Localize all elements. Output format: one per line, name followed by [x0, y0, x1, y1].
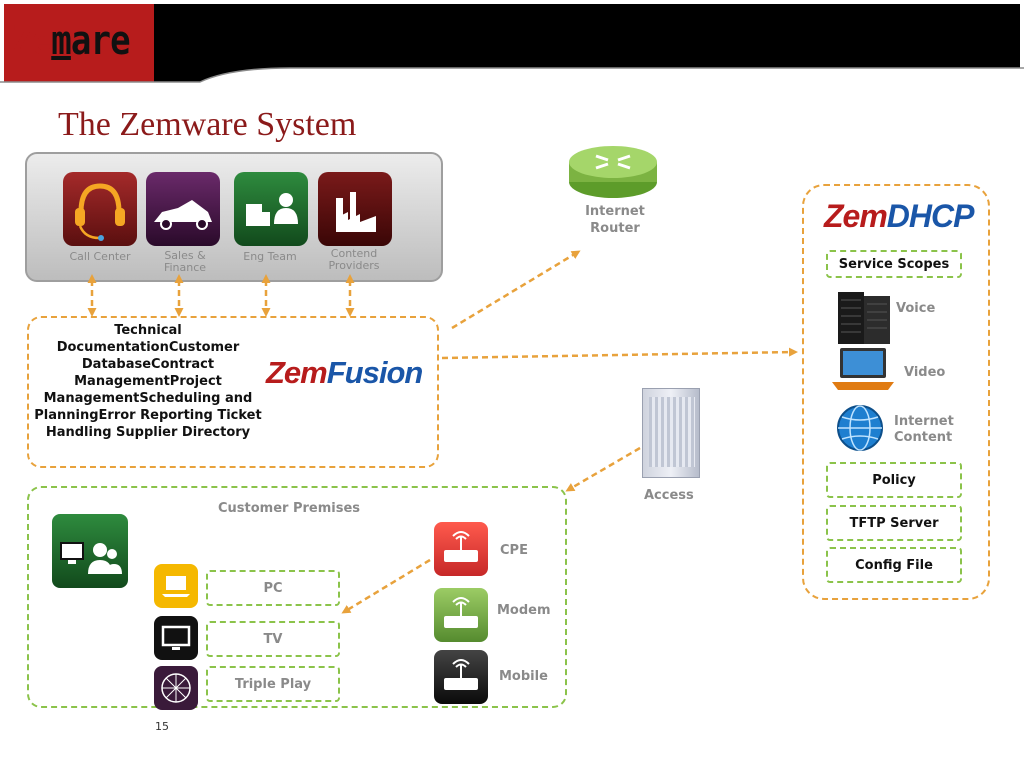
- router-label: Internet Router: [572, 203, 658, 237]
- router-label-line1: Internet: [585, 204, 645, 219]
- zemfusion-logo-b: Fusion: [326, 355, 424, 390]
- router-link: [451, 250, 581, 330]
- cpe-label: CPE: [500, 543, 528, 558]
- zemdhcp-logo-b: DHCP: [886, 198, 975, 234]
- mobile-modem-icon: [434, 650, 488, 704]
- pc-chip: PC: [206, 570, 340, 606]
- customer-premises-box: [27, 486, 567, 708]
- cpe-modem-icon: [434, 522, 488, 576]
- zemfusion-logo-a: Zem: [266, 355, 328, 390]
- triple-play-label: Triple Play: [234, 677, 312, 692]
- tv-label: TV: [263, 632, 283, 647]
- team-tile-call-center: [63, 172, 137, 246]
- zemdhcp-logo-a: Zem: [824, 198, 888, 234]
- zemdhcp-logo: ZemDHCP: [824, 198, 975, 235]
- team-tile-eng: [234, 172, 308, 246]
- zemfusion-box: [27, 316, 439, 468]
- scope-label-video: Video: [904, 365, 946, 380]
- triple-play-chip: Triple Play: [206, 666, 340, 702]
- scope-label-voice: Voice: [896, 301, 936, 316]
- zemfusion-logo: ZemFusion: [266, 355, 424, 391]
- tftp-server-chip: TFTP Server: [826, 505, 962, 541]
- logo-part-c: are: [70, 18, 131, 64]
- logo-part-b: m: [51, 18, 71, 64]
- access-link: [565, 446, 641, 492]
- globe-icon: [837, 405, 883, 451]
- premises-label: Customer Premises: [218, 501, 361, 516]
- dhcp-link: [441, 347, 798, 360]
- pc-label: PC: [263, 581, 283, 596]
- zemdhcp-box: [802, 184, 990, 600]
- team-label-content: Contend Providers: [328, 247, 380, 272]
- router-label-line2: Router: [590, 221, 640, 236]
- logo-part-a: Ze: [12, 18, 52, 64]
- policy-chip: Policy: [826, 462, 962, 498]
- mobile-label: Mobile: [499, 669, 548, 684]
- car-icon: [154, 200, 212, 230]
- page-title: The Zemware System: [58, 106, 357, 143]
- modem-label: Modem: [497, 603, 551, 618]
- engineer-icon: [246, 193, 298, 226]
- config-file-chip: Config File: [826, 547, 962, 583]
- pc-device-icon: [154, 564, 198, 608]
- headset-icon: [75, 183, 125, 241]
- laptop-icon: [832, 348, 894, 390]
- zemware-logo: Zemare: [12, 18, 131, 64]
- logo-block: [4, 4, 154, 82]
- factory-icon: [336, 192, 376, 232]
- team-label-sales: Sales & Finance: [163, 249, 207, 274]
- tv-device-icon: [154, 616, 198, 660]
- router-icon: [569, 146, 657, 198]
- header-wave: [0, 67, 1024, 92]
- cpe-device-link: [341, 558, 431, 614]
- team-tile-sales: [146, 172, 220, 246]
- page-number: 15: [155, 720, 169, 733]
- team-label-call-center: Call Center: [69, 250, 131, 263]
- tv-chip: TV: [206, 621, 340, 657]
- triple-play-device-icon: [154, 666, 198, 710]
- modem-icon: [434, 588, 488, 642]
- scope-label-internet: Internet Content: [894, 414, 954, 445]
- server-rack-icon: [838, 292, 890, 344]
- team-label-eng: Eng Team: [243, 250, 297, 263]
- access-chassis-icon: [642, 388, 700, 478]
- access-label: Access: [644, 488, 694, 503]
- services-list: Technical DocumentationCustomer Database…: [34, 323, 262, 440]
- customer-group-icon: [52, 514, 128, 588]
- team-tile-content: [318, 172, 392, 246]
- service-scopes-chip: Service Scopes: [826, 250, 962, 278]
